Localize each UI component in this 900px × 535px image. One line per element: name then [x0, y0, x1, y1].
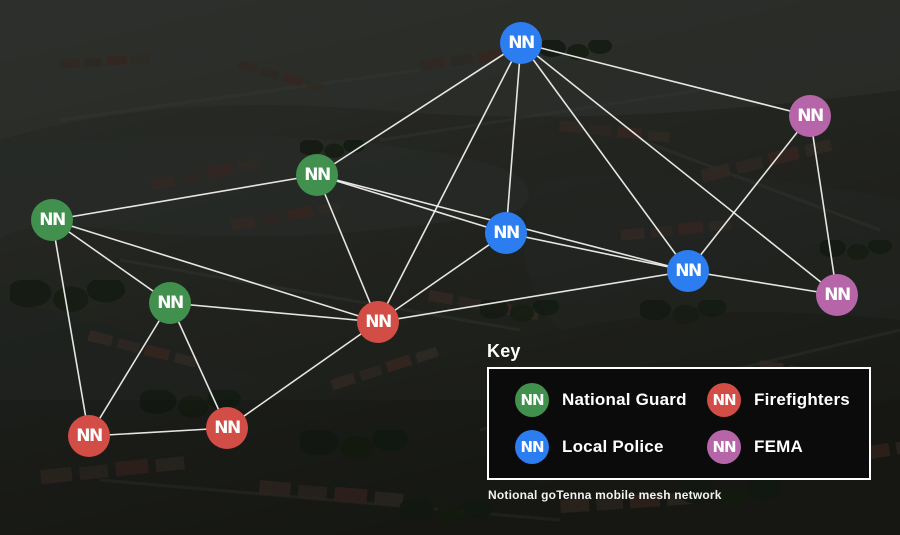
gotenna-node-glyph: NN	[365, 312, 391, 332]
gotenna-node-glyph: NN	[508, 33, 534, 53]
legend-title: Key	[487, 341, 521, 361]
mesh-link-police-center--fire-center	[377, 232, 507, 323]
mesh-link-guard-mid-left--fire-bottom-mid	[169, 302, 228, 429]
mesh-node-guard-upper-mid: NN	[296, 154, 338, 196]
mesh-node-fire-bottom-left: NN	[68, 415, 110, 457]
gotenna-node-glyph: NN	[304, 165, 330, 185]
mesh-link-police-top--police-center	[505, 42, 522, 234]
mesh-link-guard-upper-mid--fire-center	[316, 174, 379, 323]
gotenna-node-icon-guard: NN	[515, 383, 549, 418]
legend-item-local-police: NN Local Police	[515, 429, 707, 464]
legend-label: FEMA	[754, 436, 803, 456]
mesh-link-guard-left--guard-mid-left	[51, 219, 171, 304]
gotenna-node-glyph: NN	[824, 285, 850, 305]
mesh-node-fema-right: NN	[816, 274, 858, 316]
gotenna-node-glyph: NN	[214, 418, 240, 438]
mesh-link-guard-mid-left--fire-bottom-left	[88, 302, 171, 437]
legend-label: National Guard	[562, 390, 687, 410]
gotenna-node-glyph: NN	[797, 106, 823, 126]
mesh-link-police-top--fire-center	[377, 42, 522, 323]
gotenna-node-icon-fema: NN	[707, 429, 741, 464]
legend-item-fema: NN FEMA	[707, 429, 869, 464]
mesh-link-fire-bottom-left--fire-bottom-mid	[88, 427, 228, 437]
mesh-node-fire-center: NN	[357, 301, 399, 343]
gotenna-node-icon-fire: NN	[707, 383, 741, 418]
mesh-node-guard-mid-left: NN	[149, 282, 191, 324]
gotenna-node-glyph: NN	[76, 426, 102, 446]
gotenna-node-glyph: NN	[675, 261, 701, 281]
mesh-link-fema-top-right--fema-right	[809, 115, 838, 296]
mesh-link-guard-left--fire-bottom-left	[51, 219, 90, 437]
legend-label: Firefighters	[754, 390, 850, 410]
mesh-node-police-right: NN	[667, 250, 709, 292]
mesh-link-police-top--fema-top-right	[520, 42, 811, 117]
gotenna-node-icon-police: NN	[515, 429, 549, 464]
legend-box: NN National Guard NN Firefighters NN Loc…	[487, 367, 871, 480]
mesh-link-fire-center--fire-bottom-mid	[226, 321, 379, 429]
legend-item-national-guard: NN National Guard	[515, 383, 707, 418]
mesh-node-police-center: NN	[485, 212, 527, 254]
mesh-link-police-top--fema-right	[520, 42, 838, 296]
mesh-link-guard-mid-left--fire-center	[169, 302, 379, 323]
mesh-link-police-right--fema-right	[687, 270, 838, 296]
legend-item-firefighters: NN Firefighters	[707, 383, 869, 418]
legend-label: Local Police	[562, 436, 664, 456]
mesh-link-police-top--police-right	[520, 42, 689, 272]
mesh-link-police-right--fire-center	[377, 270, 689, 323]
mesh-link-guard-left--guard-upper-mid	[51, 174, 318, 221]
gotenna-node-glyph: NN	[157, 293, 183, 313]
mesh-node-police-top: NN	[500, 22, 542, 64]
mesh-node-guard-left: NN	[31, 199, 73, 241]
gotenna-node-glyph: NN	[493, 223, 519, 243]
mesh-link-guard-upper-mid--police-center	[316, 174, 507, 234]
mesh-node-fire-bottom-mid: NN	[206, 407, 248, 449]
mesh-link-police-center--police-right	[505, 232, 689, 272]
mesh-link-guard-upper-mid--police-top	[316, 42, 522, 176]
diagram-caption: Notional goTenna mobile mesh network	[488, 488, 722, 502]
mesh-node-fema-top-right: NN	[789, 95, 831, 137]
mesh-link-fema-top-right--police-right	[687, 115, 811, 272]
mesh-link-guard-left--fire-center	[51, 219, 379, 323]
gotenna-node-glyph: NN	[39, 210, 65, 230]
